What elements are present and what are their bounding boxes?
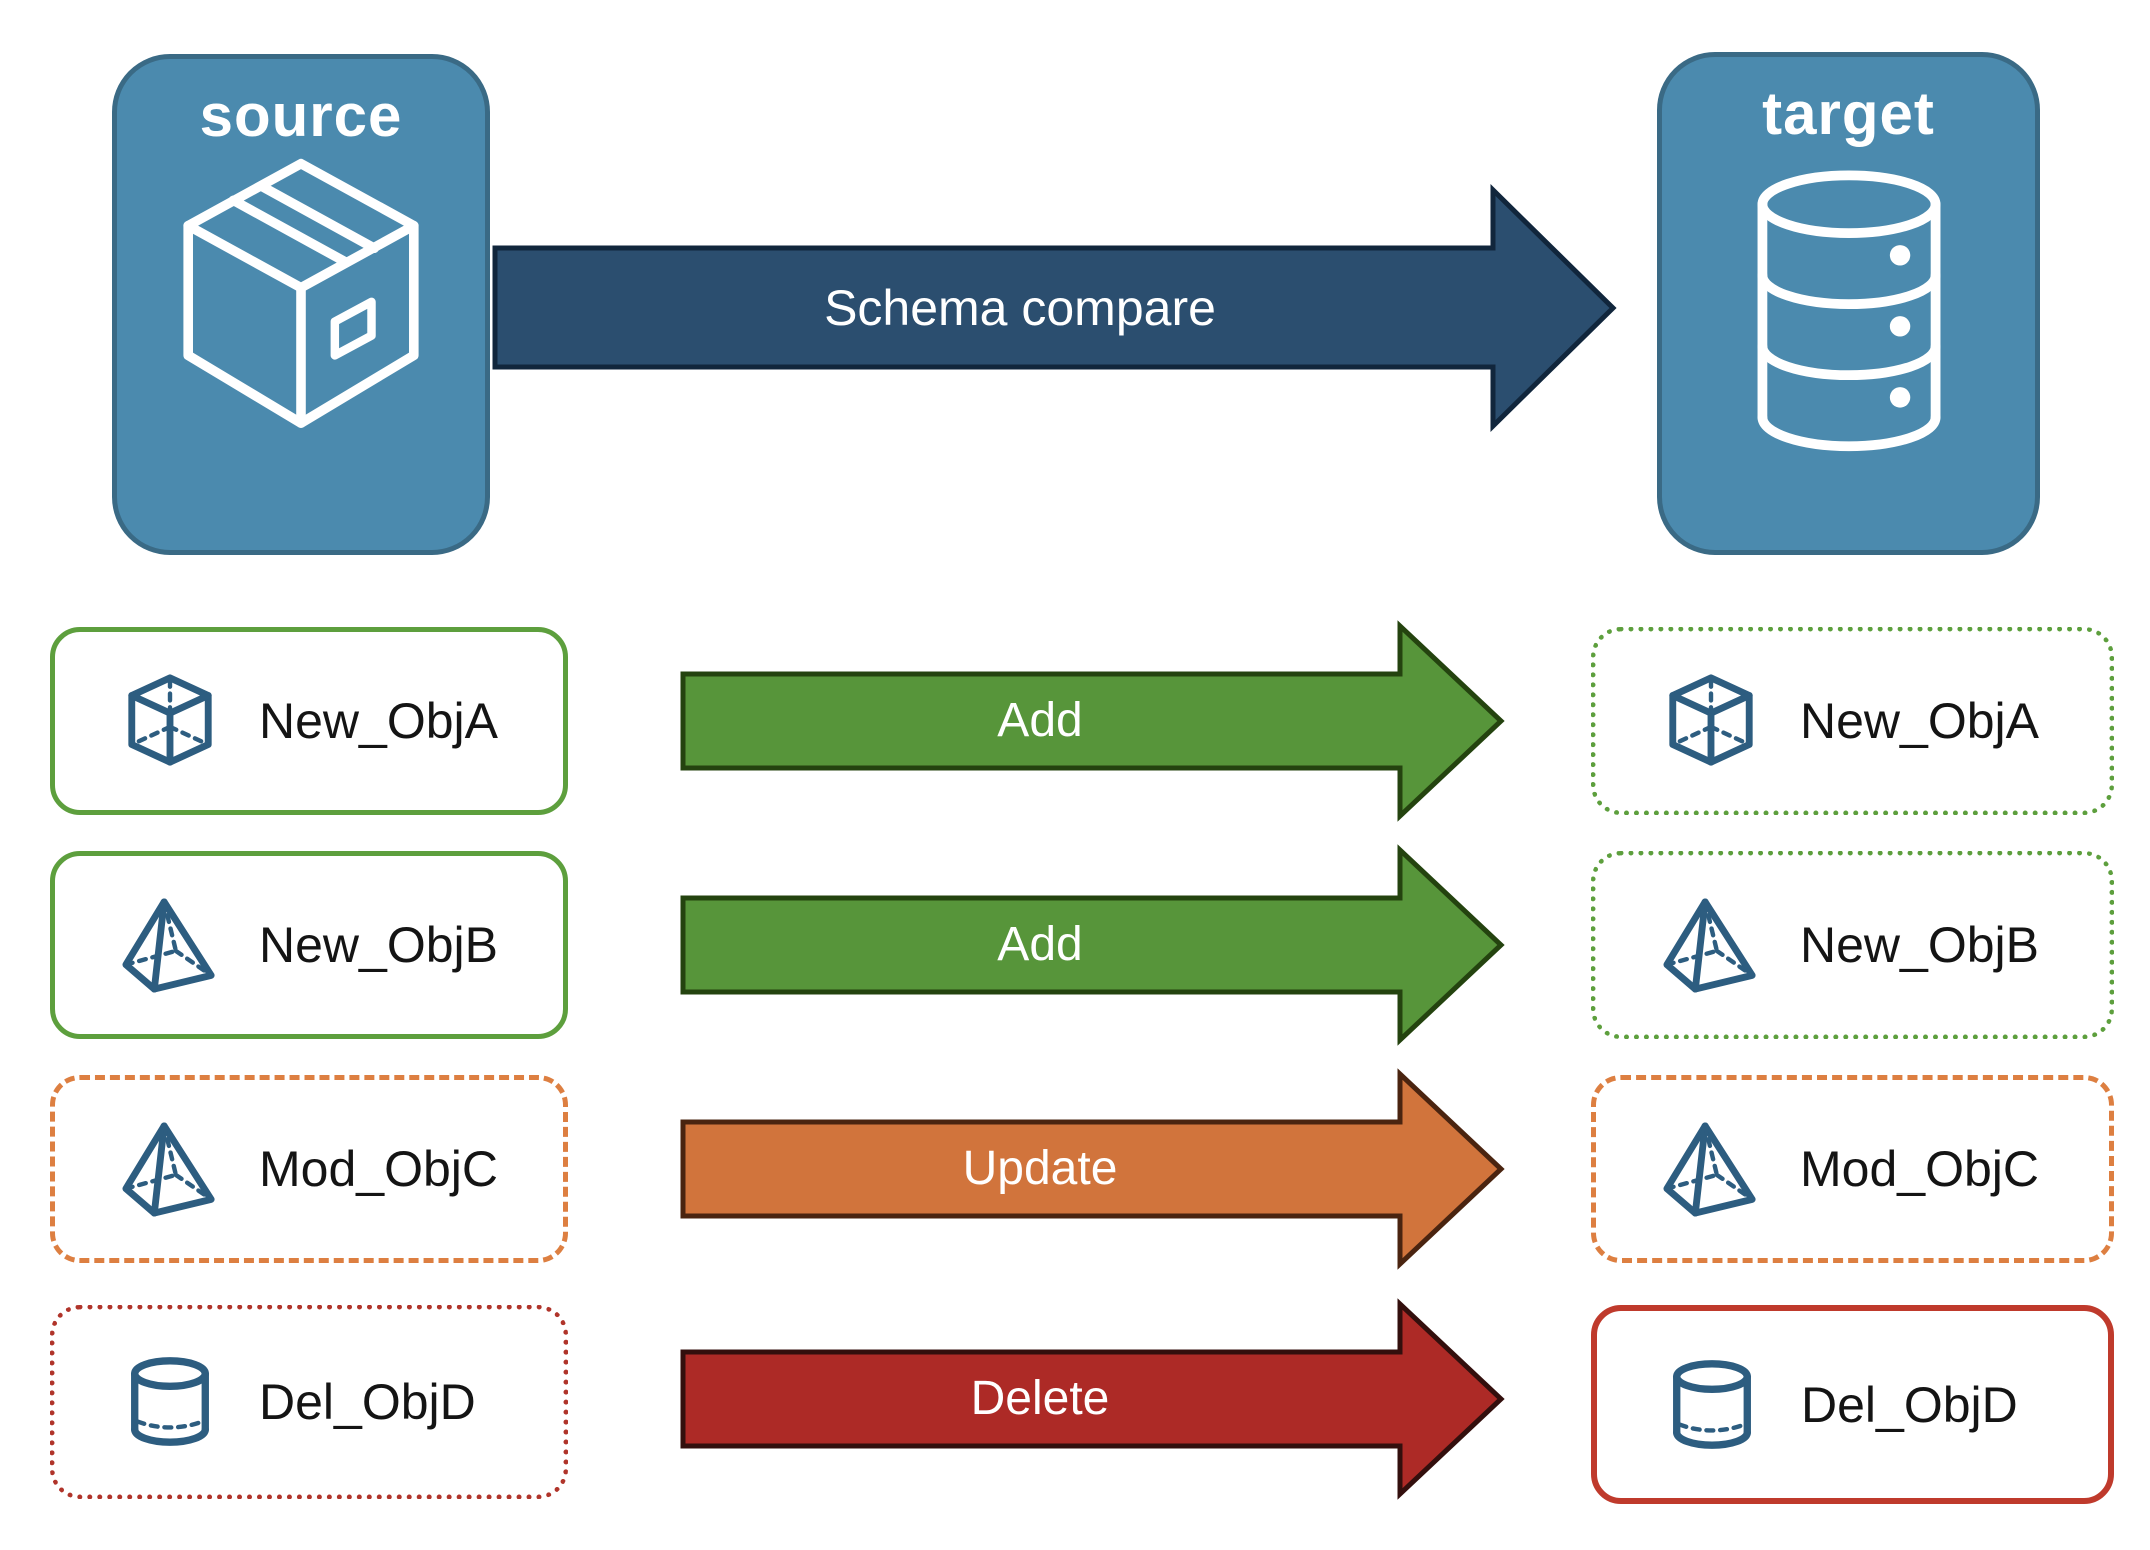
add-arrow-shape — [680, 620, 1505, 822]
target-node-label: target — [1762, 80, 1935, 147]
delete-arrow-label-row4: Delete — [970, 1372, 1110, 1425]
target-object-card-del-objd: Del_ObjD — [1591, 1305, 2114, 1504]
add-arrow-row2 — [680, 844, 1505, 1046]
source-object-label: New_ObjB — [259, 917, 498, 973]
schema-compare-arrow — [492, 184, 1617, 432]
source-object-card-del-objd: Del_ObjD — [50, 1305, 568, 1499]
target-object-card-mod-objc: Mod_ObjC — [1591, 1075, 2114, 1263]
source-object-label: Del_ObjD — [259, 1374, 476, 1430]
update-arrow-row3 — [680, 1068, 1505, 1270]
cylinder-icon — [1673, 1359, 1751, 1449]
source-node: source — [112, 54, 490, 555]
pyramid-icon — [122, 898, 215, 993]
source-node-label: source — [199, 82, 403, 149]
add-arrow-shape — [680, 844, 1505, 1046]
delete-arrow-row4 — [680, 1298, 1505, 1500]
source-object-card-new-objb: New_ObjB — [50, 851, 568, 1039]
schema-compare-label: Schema compare — [824, 279, 1216, 336]
update-arrow-label-row3: Update — [962, 1142, 1118, 1195]
pyramid-icon — [1663, 898, 1756, 993]
target-object-label: New_ObjA — [1800, 693, 2039, 749]
target-object-card-new-obja: New_ObjA — [1591, 627, 2114, 815]
cylinder-icon — [131, 1357, 209, 1446]
add-arrow-label-row1: Add — [997, 694, 1083, 747]
source-object-card-mod-objc: Mod_ObjC — [50, 1075, 568, 1263]
source-object-label: Mod_ObjC — [259, 1141, 498, 1197]
pyramid-icon — [122, 1122, 215, 1217]
delete-arrow-shape — [680, 1298, 1505, 1500]
target-object-label: Del_ObjD — [1801, 1376, 2018, 1433]
cube-icon — [128, 674, 212, 766]
target-object-label: New_ObjB — [1800, 917, 2039, 973]
package-icon — [183, 158, 419, 428]
schema-compare-arrow-shape — [492, 184, 1617, 432]
source-object-label: New_ObjA — [259, 693, 498, 749]
pyramid-icon — [1663, 1122, 1756, 1217]
update-arrow-shape — [680, 1068, 1505, 1270]
add-arrow-row1 — [680, 620, 1505, 822]
target-object-card-new-objb: New_ObjB — [1591, 851, 2114, 1039]
target-node: target — [1657, 52, 2040, 555]
database-icon — [1757, 170, 1940, 452]
add-arrow-label-row2: Add — [997, 918, 1083, 971]
target-object-label: Mod_ObjC — [1800, 1141, 2039, 1197]
source-object-card-new-obja: New_ObjA — [50, 627, 568, 815]
cube-icon — [1669, 674, 1753, 766]
